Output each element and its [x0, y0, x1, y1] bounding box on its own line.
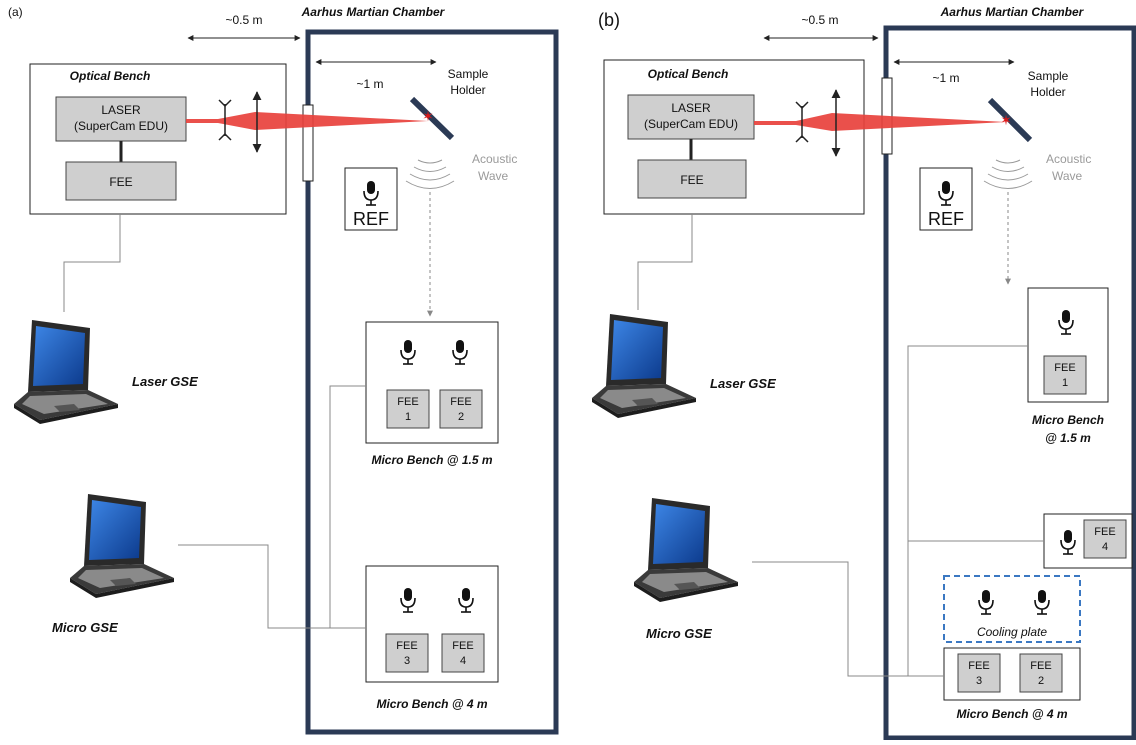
laser-box [627, 94, 755, 140]
panel-a-letter: (a) [8, 5, 23, 19]
fee-box-4 [1083, 519, 1127, 559]
laser-beam [186, 112, 428, 130]
acoustic-wave-icon [983, 159, 1033, 189]
micro-bench-1-5m-title: Micro Bench @ 1.5 m [371, 453, 492, 467]
sample-holder-label: Sample [1028, 69, 1069, 83]
martian-chamber [305, 29, 559, 735]
fee-box-4-label: FEE [1094, 526, 1115, 538]
fee-box-2-label: FEE [450, 396, 471, 408]
plasma-spark-icon: ✶ [422, 108, 434, 124]
fee-box-1-number: 1 [1062, 377, 1068, 389]
acoustic-wave-label: Acoustic [472, 152, 517, 166]
acoustic-wave-label-2: Wave [478, 169, 509, 183]
martian-chamber [883, 25, 1136, 741]
acoustic-wave-label: Acoustic [1046, 152, 1091, 166]
fee-box-4-number: 4 [460, 655, 466, 667]
fee-box-4-label: FEE [452, 640, 473, 652]
cables [637, 214, 1044, 677]
laser-beam [754, 113, 1006, 131]
laser-gse-label: Laser GSE [710, 376, 776, 391]
microphone-icon [1034, 589, 1050, 615]
laser-fee-label: FEE [680, 173, 703, 187]
distance-label-1m: ~1 m [356, 77, 383, 91]
micro-bench-4m-title: Micro Bench @ 4 m [376, 697, 487, 711]
fee-box-2-number: 2 [1038, 675, 1044, 687]
optical-bench-title: Optical Bench [648, 67, 729, 81]
acoustic-wave-icon [405, 159, 455, 189]
chamber-title: Aarhus Martian Chamber [301, 5, 446, 19]
laser-label: LASER [671, 101, 711, 115]
laser-gse-laptop-icon [14, 320, 118, 424]
micro-gse-label: Micro GSE [52, 620, 118, 635]
chamber-title: Aarhus Martian Chamber [940, 5, 1085, 19]
sample-holder [409, 96, 455, 141]
optical-bench-title: Optical Bench [70, 69, 151, 83]
fee-box-1-label: FEE [1054, 362, 1075, 374]
ref-mic-box [919, 167, 973, 231]
ref-label: REF [928, 209, 964, 229]
sample-holder-label-2: Holder [450, 83, 485, 97]
fee-box-3-number: 3 [976, 675, 982, 687]
laser-fee-box [65, 161, 177, 201]
fee-box-1-label: FEE [397, 396, 418, 408]
fee-box-1-number: 1 [405, 411, 411, 423]
panel-a: (a) ~0.5 m Aarhus Martian Chamber ~1 m O… [8, 5, 559, 735]
microphone-icon [978, 589, 994, 615]
panel-b-letter: (b) [598, 10, 620, 30]
laser-fee-label: FEE [109, 175, 132, 189]
fee-box-3 [957, 653, 1001, 693]
ref-mic-box [344, 167, 398, 231]
fee-box-4-number: 4 [1102, 541, 1108, 553]
fee-box-2-label: FEE [1030, 660, 1051, 672]
laser-label: LASER [101, 103, 141, 117]
sample-holder-label: Sample [448, 67, 489, 81]
fee-box-4 [441, 633, 485, 673]
micro-gse-laptop-icon [70, 494, 174, 598]
panel-b: (b) ~0.5 m Aarhus Martian Chamber ~1 m O… [592, 5, 1136, 741]
micro-bench-4m-title: Micro Bench @ 4 m [956, 707, 1067, 721]
fee-box-1 [386, 389, 430, 429]
fee-box-3-label: FEE [396, 640, 417, 652]
laser-model-label: (SuperCam EDU) [74, 119, 168, 133]
sample-holder [987, 97, 1033, 143]
distance-label-0-5m: ~0.5 m [225, 13, 262, 27]
fee-box-2 [439, 389, 483, 429]
laser-fee-box [637, 159, 747, 199]
diverging-lens-icon [795, 101, 809, 143]
micro-bench-1-5m-title-2: @ 1.5 m [1045, 431, 1091, 445]
ref-label: REF [353, 209, 389, 229]
micro-gse-label: Micro GSE [646, 626, 712, 641]
fee-box-3-number: 3 [404, 655, 410, 667]
cooling-plate-label: Cooling plate [977, 625, 1047, 639]
plasma-spark-icon: ✶ [1000, 112, 1012, 128]
micro-bench-1-5m-title: Micro Bench [1032, 413, 1104, 427]
chamber-window [302, 104, 314, 182]
fee-box-3 [385, 633, 429, 673]
fee-box-2 [1019, 653, 1063, 693]
laser-model-label: (SuperCam EDU) [644, 117, 738, 131]
distance-label-0-5m: ~0.5 m [801, 13, 838, 27]
micro-gse-laptop-icon [634, 498, 738, 602]
laser-gse-laptop-icon [592, 314, 696, 418]
cooling-plate [943, 575, 1081, 643]
diverging-lens-icon [218, 99, 232, 141]
cables [63, 214, 366, 629]
distance-label-1m: ~1 m [932, 71, 959, 85]
fee-box-1 [1043, 355, 1087, 395]
fee-box-2-number: 2 [458, 411, 464, 423]
laser-gse-label: Laser GSE [132, 374, 198, 389]
sample-holder-label-2: Holder [1030, 85, 1065, 99]
acoustic-wave-label-2: Wave [1052, 169, 1083, 183]
fee-box-3-label: FEE [968, 660, 989, 672]
